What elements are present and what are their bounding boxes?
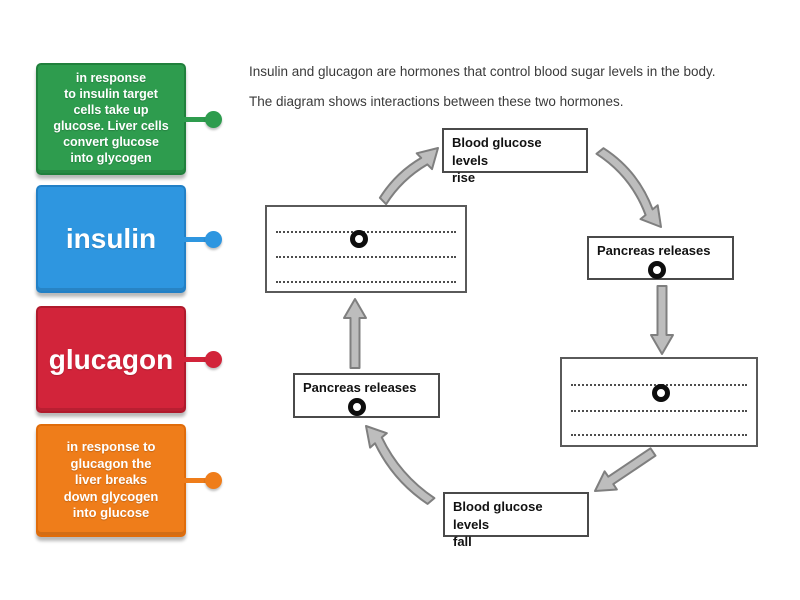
dotted-answer-line bbox=[571, 410, 747, 412]
draggable-label-glucagon[interactable]: glucagon bbox=[36, 306, 222, 413]
diagram-answer-box-top-left bbox=[265, 205, 467, 293]
cycle-arrow bbox=[594, 447, 657, 492]
diagram-answer-box-bottom-right bbox=[560, 357, 758, 447]
label-text: in response to insulin target cells take… bbox=[53, 71, 169, 165]
drop-target-ring-pancreas-right[interactable] bbox=[648, 261, 666, 279]
diagram-box-text: Pancreas releases bbox=[303, 380, 417, 395]
drop-target-ring-bottom-right[interactable] bbox=[652, 384, 670, 402]
connector-stem bbox=[184, 357, 208, 362]
drop-target-ring-top-left[interactable] bbox=[350, 230, 368, 248]
label-text: insulin bbox=[65, 223, 157, 255]
instructions-line-1: Insulin and glucagon are hormones that c… bbox=[249, 64, 716, 79]
cycle-arrow bbox=[365, 425, 436, 505]
connector-dot bbox=[205, 110, 222, 128]
label-text: glucagon bbox=[48, 343, 174, 375]
dotted-answer-line bbox=[276, 281, 456, 283]
diagram-box-pancreas-releases-left: Pancreas releases bbox=[293, 373, 440, 418]
connector-stem bbox=[184, 236, 208, 242]
diagram-box-blood-rise: Blood glucose levels rise bbox=[442, 128, 588, 185]
diagram-box-text: Blood glucose levels fall bbox=[453, 499, 543, 550]
instructions-line-2: The diagram shows interactions between t… bbox=[249, 94, 624, 109]
connector-dot bbox=[205, 230, 222, 248]
label-text: in response to glucagon the liver breaks… bbox=[63, 439, 159, 521]
connector-stem bbox=[184, 478, 208, 483]
dotted-answer-line bbox=[571, 434, 747, 436]
connector-dot bbox=[205, 472, 222, 489]
diagram-box-text: Pancreas releases bbox=[597, 243, 711, 258]
diagram-box-text: Blood glucose levels rise bbox=[452, 135, 542, 186]
diagram-box-blood-fall: Blood glucose levels fall bbox=[443, 492, 589, 549]
connector-dot bbox=[205, 351, 222, 368]
cycle-arrow bbox=[378, 147, 439, 206]
cycle-arrow bbox=[650, 285, 674, 355]
draggable-label-insulin[interactable]: insulin bbox=[36, 185, 222, 293]
dotted-answer-line bbox=[276, 256, 456, 258]
connector-stem bbox=[184, 116, 208, 122]
draggable-label-glucagon-effect[interactable]: in response to glucagon the liver breaks… bbox=[36, 424, 222, 537]
cycle-arrow bbox=[595, 147, 662, 228]
draggable-label-insulin-effect[interactable]: in response to insulin target cells take… bbox=[36, 63, 222, 175]
dotted-answer-line bbox=[276, 231, 456, 233]
drop-target-ring-pancreas-left[interactable] bbox=[348, 398, 366, 416]
cycle-arrow bbox=[343, 298, 367, 369]
